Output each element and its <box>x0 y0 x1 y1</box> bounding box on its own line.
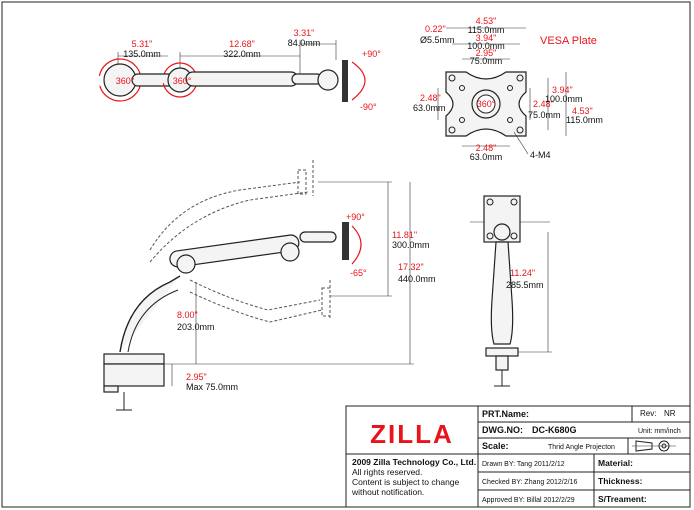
side-tilt-up: +90° <box>346 212 365 222</box>
vesa-left-inch: 2.48" <box>420 93 441 103</box>
front-vesa-plate <box>483 195 521 243</box>
third-angle-projection-icon <box>632 440 676 452</box>
vesa-r2-mm: 100.0mm <box>545 94 583 104</box>
zilla-logo: ZILLA <box>370 419 454 449</box>
top-tilt-down: -90° <box>360 102 377 112</box>
vesa-screw: 4-M4 <box>530 150 551 160</box>
vesa-title: VESA Plate <box>540 35 597 47</box>
company-line: 2009 Zilla Technology Co., Ltd. <box>352 457 476 467</box>
dwg-label: DWG.NO: <box>482 425 523 435</box>
top-dim1-inch: 5.31" <box>132 39 153 49</box>
top-rot2: 360° <box>173 76 192 86</box>
top-rot1: 360° <box>116 76 135 86</box>
side-d-arm-inch: 11.81" <box>392 230 417 240</box>
title-block: ZILLA 2009 Zilla Technology Co., Ltd. Al… <box>345 405 691 508</box>
vesa-top1-inch: 4.53" <box>476 16 497 26</box>
top-dim2-mm: 322.0mm <box>223 49 261 59</box>
vesa-r3-inch: 4.53" <box>572 106 593 116</box>
unit-label: Unit: mm/inch <box>638 428 681 435</box>
side-d-low-inch: 8.00" <box>177 310 198 320</box>
prt-name-label: PRT.Name: <box>482 409 529 419</box>
side-base <box>103 353 165 365</box>
top-tilt-up: +90° <box>362 49 381 59</box>
vesa-bottom-inch: 2.48" <box>476 143 497 153</box>
side-d-total-inch: 17.32" <box>398 262 424 272</box>
side-d-arm-mm: 300.0mm <box>392 240 430 250</box>
upper-arm <box>185 71 299 87</box>
vesa-r1-mm: 75.0mm <box>528 110 561 120</box>
approved-by: Approved BY: Billal 2012/2/29 <box>482 497 575 504</box>
side-elbow <box>176 254 196 274</box>
rights-line: All rights reserved. <box>352 467 422 477</box>
front-d-height-mm: 285.5mm <box>506 280 544 290</box>
top-dim3-inch: 3.31" <box>294 28 315 38</box>
side-d-total-mm: 440.0mm <box>398 274 436 284</box>
front-arm <box>490 241 514 345</box>
rev-value: NR <box>664 409 676 418</box>
vesa-plate-top <box>342 60 348 102</box>
side-d-clamp-inch: 2.95" <box>186 372 207 382</box>
top-dim3-mm: 84.0mm <box>288 38 321 48</box>
drawn-by: Drawn BY: Tang 2011/2/12 <box>482 461 565 468</box>
side-vesa-plate <box>342 222 349 260</box>
dwg-value: DC-K680G <box>532 425 577 435</box>
side-d-clamp-mm: Max 75.0mm <box>186 382 238 392</box>
side-view: +90° -65° 11.81" 300.0mm 17.32" 440.0mm … <box>103 160 436 411</box>
vesa-plate-view: VESA Plate 0.22" Ø5.5mm 4.53" 115.0mm 3.… <box>413 16 603 162</box>
projection-label: Thrid Angle Projecton <box>548 444 615 451</box>
top-dim2-inch: 12.68" <box>229 39 255 49</box>
vesa-top3-mm: 75.0mm <box>470 56 503 66</box>
vesa-r3-mm: 115.0mm <box>566 115 603 125</box>
vesa-r1-inch: 2.48" <box>533 99 554 109</box>
rev-label: Rev: <box>640 409 656 418</box>
front-base <box>485 347 519 357</box>
treatment-label: S/Treament: <box>598 494 647 504</box>
side-tilt-down: -65° <box>350 268 367 278</box>
top-view: 5.31" 135.0mm 12.68" 322.0mm 3.31" 84.0m… <box>98 28 381 112</box>
vesa-top2-inch: 3.94" <box>476 33 497 43</box>
vesa-top3-inch: 2.95" <box>476 48 497 58</box>
change-line: Content is subject to change <box>352 477 460 487</box>
vesa-top1-mm: 115.0mm <box>468 25 505 35</box>
material-label: Material: <box>598 458 633 468</box>
vesa-hole-mm: Ø5.5mm <box>420 35 455 45</box>
vesa-top2-mm: 100.0mm <box>467 41 505 51</box>
vesa-r2-inch: 3.94" <box>552 85 573 95</box>
checked-by: Checked BY: Zhang 2012/2/16 <box>482 479 577 486</box>
side-d-low-mm: 203.0mm <box>177 322 215 332</box>
front-d-height-inch: 11.24" <box>510 268 535 278</box>
front-view: 11.24" 285.5mm <box>470 195 552 387</box>
notification-line: without notification. <box>351 487 424 497</box>
vesa-rot: 360° <box>477 99 496 109</box>
vesa-bottom-mm: 63.0mm <box>470 152 503 162</box>
tilt-joint <box>317 69 339 91</box>
thickness-label: Thickness: <box>598 476 643 486</box>
top-dim1-mm: 135.0mm <box>123 49 161 59</box>
scale-label: Scale: <box>482 441 509 451</box>
vesa-hole-inch: 0.22" <box>425 24 446 34</box>
vesa-left-mm: 63.0mm <box>413 103 446 113</box>
side-upper-arm <box>169 234 300 268</box>
side-clamp <box>103 363 165 387</box>
